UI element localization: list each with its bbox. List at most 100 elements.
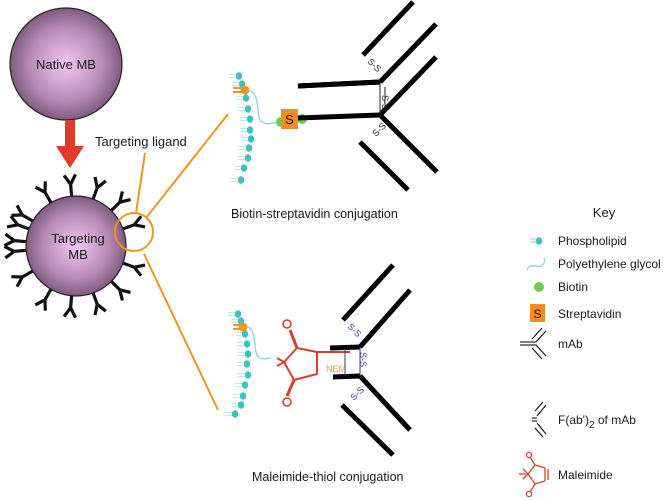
- legend-label-phospholipid: Phospholipid: [558, 234, 627, 248]
- peg-chain-bottom: [246, 326, 272, 360]
- peg-icon: [526, 257, 546, 271]
- antibody-chain: [358, 140, 410, 192]
- maleimide-thiol-caption: Maleimide-thiol conjugation: [252, 470, 404, 484]
- legend-item-phospholipid: Phospholipid: [530, 234, 627, 248]
- streptavidin-icon-letter: S: [533, 307, 541, 321]
- streptavidin-box: [281, 109, 298, 129]
- phospholipid-icon: [236, 94, 250, 102]
- mb-antibody-icon: [62, 293, 77, 319]
- mb-antibody-icon: [108, 191, 131, 214]
- native-mb: Native MB: [9, 7, 123, 121]
- phospholipid-icon: [225, 410, 239, 418]
- phospholipid-icon: [237, 360, 251, 368]
- native-mb-label: Native MB: [36, 57, 96, 72]
- antibody-chain: [358, 374, 412, 432]
- legend-item-fab2: F(ab')2 of mAb: [532, 401, 636, 438]
- mb-antibody-icon: [11, 268, 36, 288]
- ligand-pointer-line: [135, 152, 146, 214]
- phospholipid-icon: [231, 401, 245, 409]
- antibody-chain: [361, 0, 415, 57]
- antibody-chain: [378, 113, 439, 174]
- maleimide-structure: [276, 319, 350, 407]
- phospholipid-icon: [231, 176, 245, 184]
- mb-antibody-icon: [62, 173, 77, 199]
- mb-antibody-icon: [90, 176, 107, 202]
- phospholipid-icon: [228, 310, 242, 318]
- streptavidin-letter: S: [285, 112, 294, 127]
- phospholipid-layer-top: [229, 72, 255, 184]
- legend: Key Phospholipid Polyethylene glycol Bio…: [519, 205, 661, 498]
- phospholipid-icon: [238, 154, 252, 162]
- targeting-ligand-label: Targeting ligand: [95, 134, 187, 149]
- antibody-chain: [340, 403, 395, 457]
- mb-antibody-icon: [3, 245, 29, 260]
- targeting-mb-label-line2: MB: [68, 247, 88, 262]
- legend-label-mab: mAb: [558, 337, 583, 351]
- peg-chain-top: [247, 89, 282, 125]
- antibody-chain: [341, 263, 395, 322]
- phospholipid-icon: [241, 135, 255, 143]
- disulfide-bond-label: S-S: [346, 321, 364, 339]
- legend-title: Key: [593, 205, 616, 220]
- phospholipid-icon: [229, 72, 243, 80]
- phospholipid-icon: [235, 381, 249, 389]
- legend-label-streptavidin: Streptavidin: [558, 307, 621, 321]
- legend-item-maleimide: Maleimide: [519, 451, 613, 498]
- mab-antibody-top: S-SS-SS-S: [297, 0, 439, 192]
- phospholipid-icon: [238, 105, 252, 113]
- antibody-chain: [332, 373, 361, 380]
- phospholipid-icon: [235, 330, 249, 338]
- legend-item-mab: mAb: [520, 327, 583, 360]
- zoom-connectors: [114, 113, 229, 411]
- legend-label-peg: Polyethylene glycol: [558, 257, 661, 271]
- legend-label-maleimide: Maleimide: [558, 468, 613, 482]
- nem-label: NEM: [326, 364, 346, 374]
- maleimide-thiol-panel: NEM S-SS-SS-S Maleimide-thiol conjugatio…: [225, 263, 412, 484]
- antibody-chain: [358, 288, 412, 349]
- disulfide-bond-label: S-S: [348, 385, 366, 403]
- phospholipid-icon: [238, 371, 252, 379]
- legend-item-biotin: Biotin: [534, 280, 588, 294]
- phospholipid-layer-bottom: [225, 310, 252, 418]
- biotin-streptavidin-panel: S S-SS-SS-S Biotin-streptavidin conjugat…: [229, 0, 439, 221]
- biotin-icon: [534, 282, 544, 292]
- disulfide-bond-label: S-S: [380, 95, 390, 110]
- fab2-antibody-bottom: S-SS-SS-S: [329, 263, 412, 457]
- biotin-streptavidin-caption: Biotin-streptavidin conjugation: [231, 207, 398, 221]
- fab2-icon: [532, 401, 547, 438]
- antibody-chain: [297, 112, 381, 121]
- targeting-mb: Targeting MB: [3, 173, 146, 319]
- phospholipid-icon: [239, 144, 253, 152]
- antibody-chain: [329, 344, 361, 351]
- mb-antibody-icon: [120, 215, 146, 232]
- mb-antibody-icon: [90, 290, 107, 316]
- phospholipid-icon: [234, 164, 248, 172]
- phospholipid-icon: [240, 126, 254, 134]
- conversion-arrow-icon: [56, 120, 84, 168]
- mab-icon: [520, 327, 547, 360]
- antibody-chain: [297, 79, 381, 89]
- mb-antibody-icon: [3, 232, 29, 247]
- antibody-chain: [378, 55, 438, 117]
- anchor-head-top: [240, 85, 250, 95]
- mb-antibody-icon: [34, 181, 54, 206]
- antibody-chain: [378, 22, 438, 84]
- phospholipid-icon: [240, 115, 254, 123]
- legend-item-peg: Polyethylene glycol: [526, 257, 661, 271]
- maleimide-icon: [519, 451, 549, 498]
- streptavidin-icon: [530, 304, 545, 322]
- mb-antibody-icon: [120, 260, 146, 277]
- legend-item-streptavidin: S Streptavidin: [530, 304, 621, 322]
- phospholipid-icon: [530, 238, 537, 243]
- zoom-circle-highlight: [114, 212, 154, 252]
- phospholipid-icon: [237, 340, 251, 348]
- targeting-mb-label-line1: Targeting: [51, 231, 104, 246]
- zoom-line-bottom: [143, 253, 219, 411]
- zoom-line-top: [145, 113, 229, 219]
- legend-label-biotin: Biotin: [558, 280, 588, 294]
- phospholipid-icon: [238, 350, 252, 358]
- phospholipid-icon: [233, 392, 247, 400]
- mb-antibody-icon: [34, 286, 54, 311]
- mb-antibody-icon: [108, 278, 131, 301]
